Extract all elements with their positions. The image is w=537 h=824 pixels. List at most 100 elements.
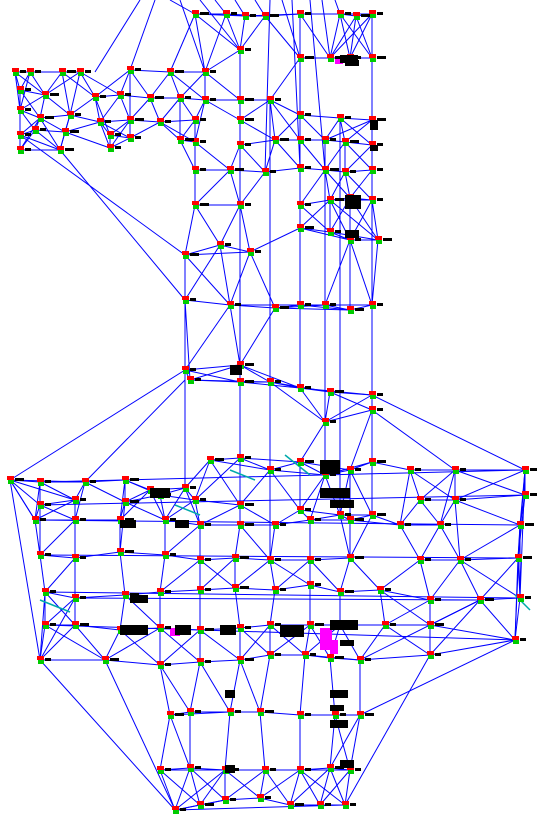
node-marker-red xyxy=(237,46,244,50)
node-marker-green xyxy=(158,592,164,596)
mesh-edge xyxy=(299,769,346,806)
node-label-mark xyxy=(45,553,51,556)
node-marker-red xyxy=(322,136,329,140)
node-marker-red xyxy=(42,588,49,592)
node-marker-red xyxy=(272,586,279,590)
node-marker-green xyxy=(238,628,244,632)
node-marker-green xyxy=(343,142,349,146)
node-marker-red xyxy=(297,301,304,305)
highlight-marker xyxy=(320,628,332,650)
node-marker-red xyxy=(262,168,269,172)
mesh-edge xyxy=(239,504,276,526)
node-marker-red xyxy=(162,516,169,520)
node-marker-red xyxy=(302,651,309,655)
node-label-mark xyxy=(231,12,237,15)
node-label-mark xyxy=(275,558,281,561)
mesh-edge xyxy=(179,139,196,171)
node-marker-green xyxy=(453,470,459,474)
node-marker-green xyxy=(18,90,24,94)
mesh-edge xyxy=(59,149,186,301)
node-marker-green xyxy=(428,625,434,629)
node-marker-red xyxy=(72,554,79,558)
label-cluster xyxy=(340,640,354,646)
node-marker-green xyxy=(18,135,24,139)
node-label-mark xyxy=(180,808,186,811)
node-marker-green xyxy=(273,140,279,144)
node-marker-green xyxy=(298,205,304,209)
node-marker-green xyxy=(298,140,304,144)
node-label-mark xyxy=(45,116,54,119)
mesh-edge xyxy=(39,117,66,133)
node-marker-green xyxy=(228,170,234,174)
node-marker-red xyxy=(369,196,376,200)
node-label-mark xyxy=(205,803,214,806)
node-marker-red xyxy=(32,126,39,130)
node-label-mark xyxy=(130,478,139,481)
mesh-edge xyxy=(409,469,456,501)
node-marker-red xyxy=(297,164,304,168)
node-marker-green xyxy=(68,115,74,119)
node-label-mark xyxy=(245,363,254,366)
node-marker-red xyxy=(182,484,189,488)
node-marker-red xyxy=(72,621,79,625)
node-marker-green xyxy=(298,510,304,514)
node-label-mark xyxy=(275,623,281,626)
node-marker-green xyxy=(123,595,129,599)
node-label-mark xyxy=(355,308,364,311)
node-label-mark xyxy=(305,713,311,716)
node-label-mark xyxy=(345,513,351,516)
node-label-mark xyxy=(330,138,336,141)
node-marker-red xyxy=(237,454,244,458)
node-label-mark xyxy=(525,523,534,526)
node-marker-green xyxy=(243,16,249,20)
node-marker-green xyxy=(298,228,304,232)
node-marker-red xyxy=(237,361,244,365)
node-marker-red xyxy=(347,554,354,558)
mesh-edge xyxy=(349,169,373,199)
node-label-mark xyxy=(200,140,206,143)
mesh-edge xyxy=(269,99,276,141)
node-label-mark xyxy=(361,14,370,17)
node-marker-green xyxy=(398,525,404,529)
node-marker-green xyxy=(193,205,199,209)
node-label-mark xyxy=(377,12,383,15)
mesh-edge xyxy=(159,664,171,716)
mesh-edge xyxy=(269,559,311,586)
mesh-edge xyxy=(94,96,111,136)
node-label-mark xyxy=(245,48,251,51)
mesh-edge xyxy=(239,204,251,253)
node-marker-green xyxy=(60,72,66,76)
node-label-mark xyxy=(80,498,86,501)
node-marker-red xyxy=(417,556,424,560)
node-marker-green xyxy=(298,115,304,119)
node-marker-red xyxy=(57,146,64,150)
node-marker-green xyxy=(208,460,214,464)
node-marker-green xyxy=(163,520,169,524)
node-marker-red xyxy=(457,556,464,560)
node-label-mark xyxy=(175,70,184,73)
node-marker-red xyxy=(72,594,79,598)
mesh-edge xyxy=(39,481,76,501)
node-marker-red xyxy=(202,68,209,72)
mesh-edge xyxy=(269,589,276,626)
node-marker-green xyxy=(348,470,354,474)
mesh-edge xyxy=(39,117,61,151)
node-label-mark xyxy=(280,523,286,526)
node-label-mark xyxy=(200,12,209,15)
node-marker-red xyxy=(267,96,274,100)
node-marker-green xyxy=(198,560,204,564)
node-marker-red xyxy=(192,166,199,170)
mesh-edge xyxy=(371,239,379,306)
mesh-edge xyxy=(309,584,341,593)
node-marker-red xyxy=(122,498,129,502)
node-label-mark xyxy=(270,14,279,17)
mesh-edge xyxy=(44,557,76,593)
node-marker-red xyxy=(172,806,179,810)
mesh-edge xyxy=(299,169,326,206)
node-label-mark xyxy=(190,253,199,256)
node-marker-red xyxy=(157,661,164,665)
node-marker-green xyxy=(358,660,364,664)
mesh-edge xyxy=(269,99,301,141)
node-marker-green xyxy=(158,628,164,632)
node-marker-red xyxy=(427,596,434,600)
